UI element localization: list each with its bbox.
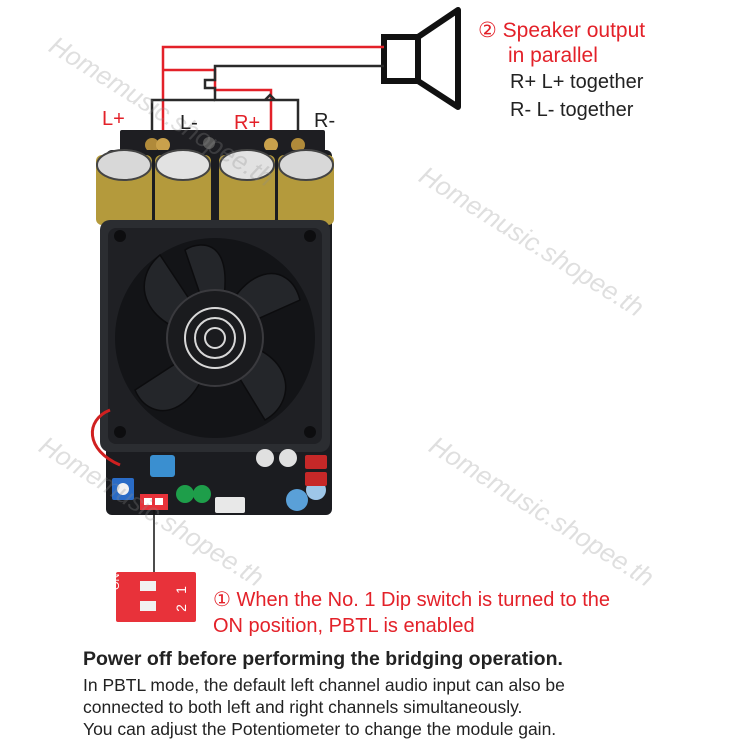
terminal-block	[120, 130, 325, 155]
terminal-label-l-minus: L-	[180, 112, 198, 134]
fan-wire	[91, 408, 121, 467]
speaker-rule-negative: R- L- together	[510, 99, 634, 121]
description-line-1: In PBTL mode, the default left channel a…	[83, 675, 565, 695]
terminal-label-l-plus: L+	[102, 108, 125, 130]
dip-note-line-2: ON position, PBTL is enabled	[213, 615, 475, 637]
dip-switch-2-label: 2	[172, 604, 189, 612]
lower-components	[112, 449, 327, 513]
terminal-label-r-minus: R-	[314, 110, 336, 132]
speaker-icon	[381, 7, 461, 110]
description-line-2: connected to both left and right channel…	[83, 697, 523, 717]
speaker-rule-positive: R+ L+ together	[510, 71, 644, 93]
description-line-3: You can adjust the Potentiometer to chan…	[83, 719, 557, 739]
dip-on-label: ON	[110, 573, 122, 591]
capacitors	[96, 149, 334, 225]
dip-note-line-1: ① When the No. 1 Dip switch is turned to…	[213, 589, 611, 611]
heatsink-fan	[100, 220, 330, 452]
dip-switch-zoomed	[116, 572, 196, 622]
terminal-label-r-plus: R+	[234, 112, 261, 134]
power-off-warning: Power off before performing the bridging…	[83, 648, 563, 670]
dip-switch-1-label: 1	[172, 586, 189, 594]
dip-switch-small	[140, 494, 168, 510]
speaker-output-title: ② Speaker output	[478, 19, 646, 42]
speaker-output-subtitle: in parallel	[508, 44, 598, 67]
